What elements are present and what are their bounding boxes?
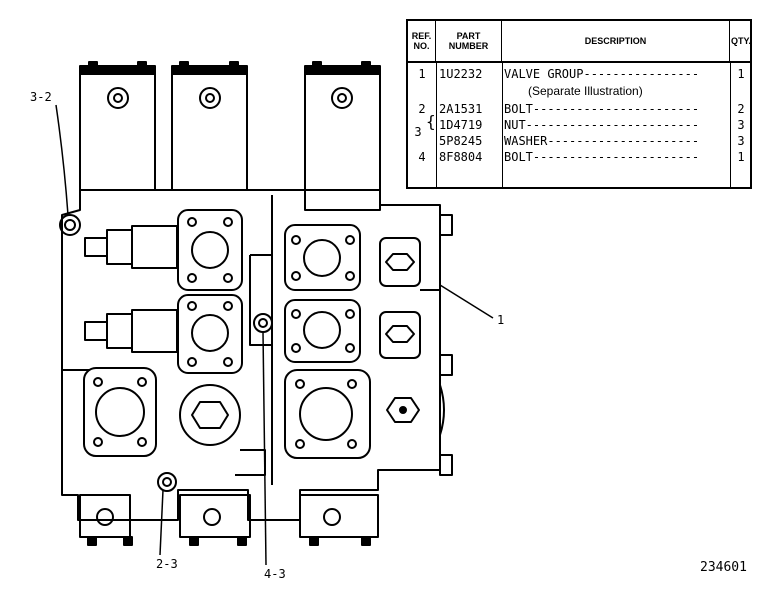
row-qty: 3 xyxy=(737,118,745,132)
row-part-number: 2A1531 xyxy=(439,102,483,116)
header-description: DESCRIPTION xyxy=(502,21,730,61)
row-part-number: 5P8245 xyxy=(439,134,483,148)
column-divider xyxy=(502,61,503,187)
parts-table: REF. NO. PART NUMBER DESCRIPTION QTY. 1 … xyxy=(406,19,752,189)
figure-number: 234601 xyxy=(700,560,747,575)
row-ref: 2 xyxy=(418,102,426,116)
callout-4-3: 4-3 xyxy=(264,567,286,581)
row-description: BOLT----------------------- xyxy=(504,102,700,116)
column-divider xyxy=(730,61,731,187)
row-ref: 1 xyxy=(418,67,426,81)
header-divider xyxy=(408,61,750,63)
row-ref: 4 xyxy=(418,150,426,164)
row-part-number: 1D4719 xyxy=(439,118,483,132)
header-part-number: PART NUMBER xyxy=(436,21,502,61)
header-qty: QTY. xyxy=(730,36,751,46)
row-description: BOLT----------------------- xyxy=(504,150,700,164)
bolt-heads xyxy=(59,214,273,492)
row-qty: 1 xyxy=(737,150,745,164)
row-part-number: 8F8804 xyxy=(439,150,483,164)
leader-lines xyxy=(55,104,494,566)
row-description-note: (Separate Illustration) xyxy=(528,84,643,98)
row-ref: 3 xyxy=(414,125,422,139)
row-brace: { xyxy=(426,112,436,131)
flange-plates xyxy=(83,209,371,459)
side-fittings xyxy=(84,225,178,353)
column-divider xyxy=(436,61,437,187)
header-ref-no: REF. NO. xyxy=(408,21,436,61)
row-qty: 2 xyxy=(737,102,745,116)
callout-3-2: 3-2 xyxy=(30,90,52,104)
hex-plugs xyxy=(379,237,445,436)
bottom-housings xyxy=(79,494,379,546)
row-description: WASHER--------------------- xyxy=(504,134,700,148)
row-part-number: 1U2232 xyxy=(439,67,483,81)
row-qty: 1 xyxy=(737,67,745,81)
callout-2-3: 2-3 xyxy=(156,557,178,571)
row-description: VALVE GROUP---------------- xyxy=(504,67,700,81)
callout-1: 1 xyxy=(497,313,505,327)
side-bolts xyxy=(439,214,453,476)
solenoid-housings xyxy=(79,61,381,211)
row-qty: 3 xyxy=(737,134,745,148)
row-description: NUT------------------------ xyxy=(504,118,700,132)
valve-body xyxy=(61,189,441,521)
